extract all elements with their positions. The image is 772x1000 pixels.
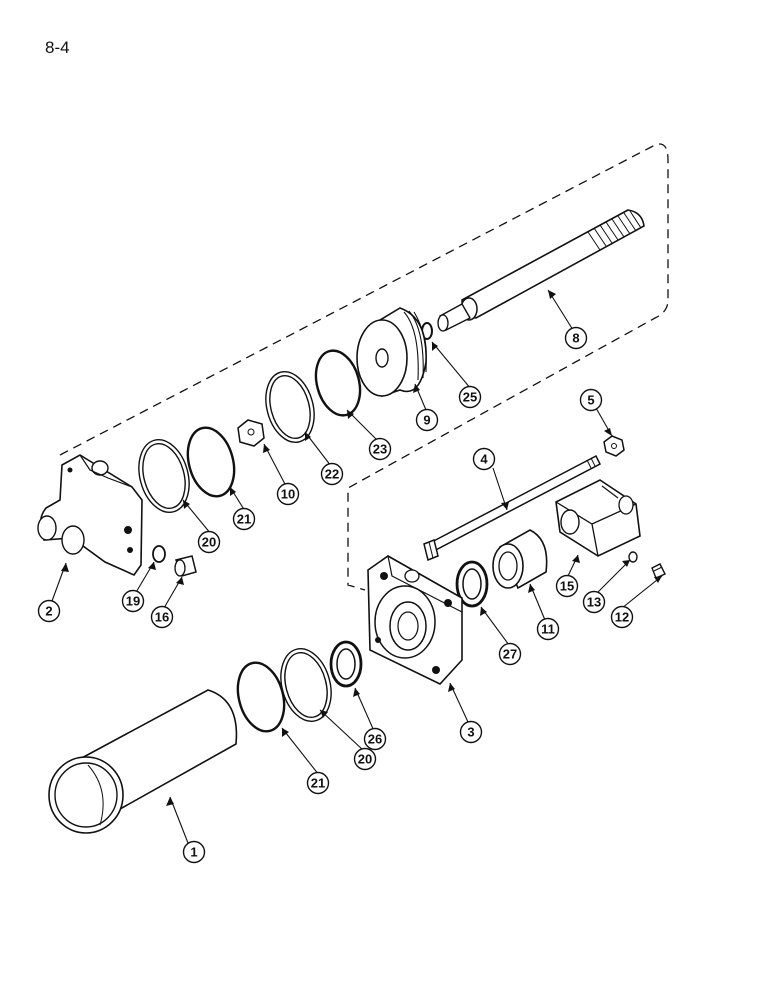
tie-rod-nut [603,435,625,457]
wiper-seal [329,640,363,688]
callout-11-number: 11 [541,622,555,637]
piston-hex-nut [237,419,265,447]
callout-13: 13 [582,590,606,614]
set-screw [651,563,666,579]
page-number: 8-4 [45,38,70,57]
port-plug [174,555,197,577]
callout-3: 3 [459,720,483,744]
callout-16: 16 [150,605,174,629]
base-end-cap [37,454,143,577]
callout-23: 23 [368,437,392,461]
callout-25: 25 [458,385,482,409]
grease-fitting [628,551,638,563]
rod-seal [455,560,489,608]
leader-arrowheads [61,290,662,806]
piston [356,307,427,398]
callout-21-lower-number: 21 [311,776,325,791]
callout-22: 22 [320,462,344,486]
callout-19: 19 [121,589,145,613]
callout-21-lower: 21 [306,771,330,795]
callout-25-number: 25 [463,390,477,405]
callout-15: 15 [555,574,579,598]
callout-1: 1 [182,840,206,864]
callout-23-number: 23 [373,442,387,457]
rod-end-cap [367,555,463,685]
callout-11: 11 [536,617,560,641]
clevis [555,479,641,557]
upper-o-ring [186,426,236,498]
callout-10-number: 10 [281,487,295,502]
callout-5: 5 [579,388,603,412]
lower-o-ring [236,661,286,733]
callout-27-number: 27 [503,647,517,662]
callout-26-number: 26 [368,732,382,747]
callout-2-number: 2 [45,604,52,619]
callout-20-upper: 20 [197,530,221,554]
assembly-dashed-lines [59,143,669,591]
piston-backup-ring [265,371,315,443]
piston-o-ring [314,349,362,417]
callout-15-number: 15 [560,579,574,594]
callout-20-upper-number: 20 [202,535,216,550]
callout-13-number: 13 [587,595,601,610]
callout-4: 4 [472,447,496,471]
callout-20-lower: 20 [353,747,377,771]
fitting-washer [152,545,166,563]
callout-1-number: 1 [190,845,197,860]
upper-backup-ring [138,439,190,513]
callout-20-lower-number: 20 [358,752,372,767]
callout-2: 2 [37,599,61,623]
callout-5-number: 5 [587,393,594,408]
callout-8-number: 8 [572,331,579,346]
piston-rod [437,209,645,332]
callout-4-number: 4 [480,452,488,467]
cylinder-barrel [48,689,238,834]
callout-21-upper-number: 21 [237,512,251,527]
tie-rod [423,454,602,562]
callout-19-number: 19 [126,594,140,609]
callout-12: 12 [610,605,634,629]
callout-10: 10 [276,482,300,506]
callout-27: 27 [498,642,522,666]
callout-12-number: 12 [615,610,629,625]
callout-8: 8 [564,326,588,350]
callout-16-number: 16 [155,610,169,625]
callout-22-number: 22 [325,467,339,482]
callout-21-upper: 21 [232,507,256,531]
callout-9-number: 9 [423,413,430,428]
rod-bushing [492,529,548,590]
callout-9: 9 [415,408,439,432]
callout-26: 26 [363,727,387,751]
callout-3-number: 3 [467,725,474,740]
